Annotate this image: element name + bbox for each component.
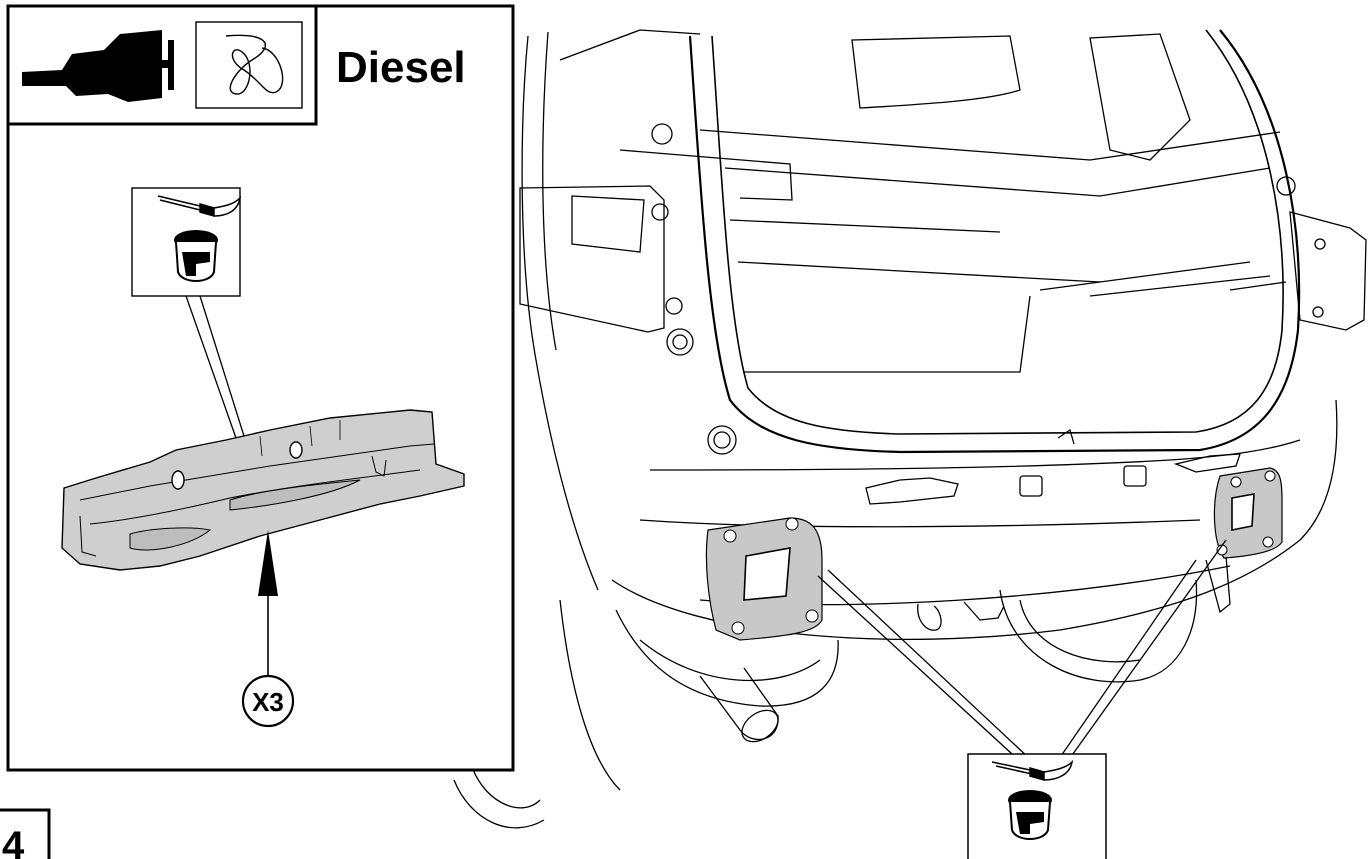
step-number-box: 4 — [0, 808, 51, 859]
fuel-pipe-icon — [22, 30, 174, 102]
paint-leader-lines — [817, 539, 1227, 777]
vehicle-rear-view — [453, 29, 1367, 829]
paint-inset-top — [131, 187, 242, 297]
reinforcement-plate-left — [705, 517, 823, 641]
spring-coil-icon — [195, 21, 303, 109]
step-number: 4 — [2, 824, 25, 859]
callout-x3-label: X3 — [252, 687, 284, 717]
brush-icon — [991, 759, 1074, 781]
detail-panel: Diesel — [6, 4, 515, 772]
paint-inset-bottom — [967, 753, 1107, 859]
shield-leader-lines — [185, 295, 245, 439]
callout-x3: X3 — [241, 674, 295, 728]
brush-icon — [157, 195, 242, 217]
paint-pot-icon — [174, 230, 218, 282]
fuel-type-label: Diesel — [336, 43, 466, 92]
paint-pot-icon — [1008, 790, 1052, 840]
view-direction-arrow — [258, 530, 278, 676]
heat-shield-part — [61, 409, 465, 571]
reinforcement-plate-right — [1213, 467, 1283, 559]
